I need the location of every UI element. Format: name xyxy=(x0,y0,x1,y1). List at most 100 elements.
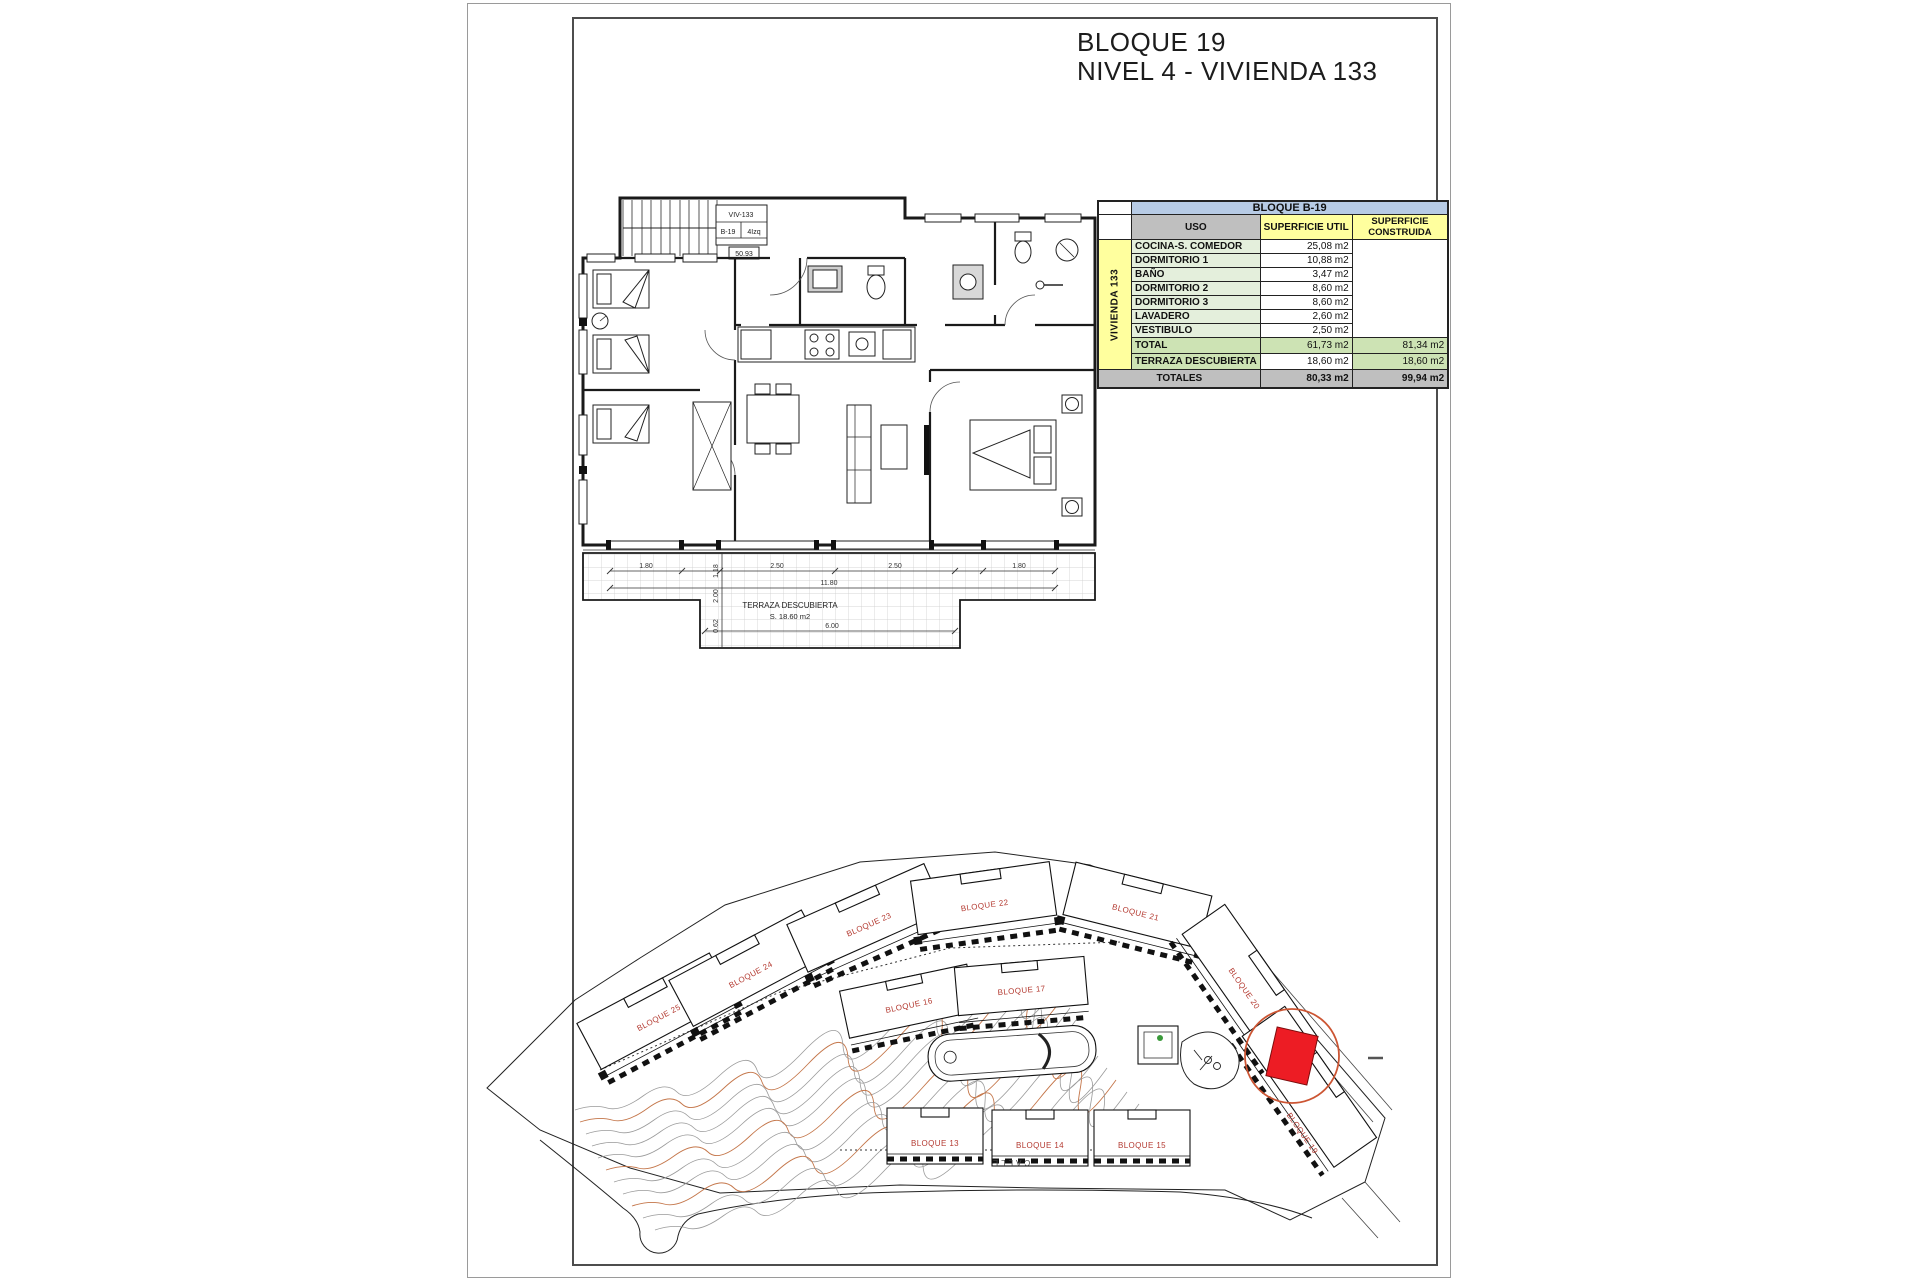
title-block: BLOQUE 19 NIVEL 4 - VIVIENDA 133 xyxy=(1077,28,1378,86)
constr-empty-cell xyxy=(1351,239,1449,338)
total-constr: 81,34 m2 xyxy=(1351,337,1449,354)
totales-constr: 99,94 m2 xyxy=(1351,369,1449,389)
toilet-tank xyxy=(867,265,885,276)
title-line-1: BLOQUE 19 xyxy=(1077,27,1227,57)
pool-area xyxy=(927,1024,1179,1082)
room-name: LAVADERO xyxy=(1131,309,1261,324)
level-code-text: 50.93 xyxy=(735,251,753,258)
room-name: VESTIBULO xyxy=(1131,323,1261,338)
dining-table xyxy=(746,394,800,444)
dim-v1: 1.18 xyxy=(713,564,720,578)
lamp-icon xyxy=(1065,500,1079,514)
table-corner-cell xyxy=(1097,214,1132,240)
block-label: BLOQUE 14 xyxy=(1016,1141,1064,1150)
room-area: 25,08 m2 xyxy=(1259,239,1353,254)
highlighted-unit-square xyxy=(1265,1026,1319,1086)
room-area: 8,60 m2 xyxy=(1259,295,1353,310)
highlighted-unit-marker xyxy=(1244,1008,1340,1104)
windows xyxy=(578,213,1082,550)
room-name: COCINA-S. COMEDOR xyxy=(1131,239,1261,254)
playground-area xyxy=(1180,1031,1240,1090)
terrace-row-constr: 18,60 m2 xyxy=(1351,353,1449,370)
room-area: 3,47 m2 xyxy=(1259,267,1353,282)
building-block-24: BLOQUE 24 xyxy=(668,909,835,1042)
lamp-icon xyxy=(1065,397,1079,411)
fridge-icon xyxy=(882,329,912,360)
header-uso: USO xyxy=(1131,214,1261,240)
table-corner-cell xyxy=(1097,200,1132,215)
dim-terrace-width: 6.00 xyxy=(825,623,839,630)
unit-block-text: B-19 xyxy=(721,229,736,236)
drawing-frame xyxy=(572,17,1438,1266)
bathroom-2-fixtures xyxy=(1014,231,1079,290)
area-table: BLOQUE B-19 USO SUPERFICIE UTIL SUPERFIC… xyxy=(1097,200,1450,389)
total-util: 61,73 m2 xyxy=(1259,337,1353,354)
dim-seg1: 1.80 xyxy=(639,563,653,570)
terrace-name-text: TERRAZA DESCUBIERTA xyxy=(742,601,838,610)
dim-seg2: 2.50 xyxy=(770,563,784,570)
dim-seg4: 1.80 xyxy=(1012,563,1026,570)
header-superficie-util: SUPERFICIE UTIL xyxy=(1259,214,1353,240)
terrace-row-label: TERRAZA DESCUBIERTA xyxy=(1131,353,1261,370)
laundry-fixtures xyxy=(952,264,984,300)
dim-v3: 0.62 xyxy=(713,619,720,633)
dim-v2: 2.00 xyxy=(713,589,720,603)
street-label: CALLE xyxy=(990,1158,1030,1167)
room-area: 8,60 m2 xyxy=(1259,281,1353,296)
building-block-22: BLOQUE 22 xyxy=(909,860,1064,952)
room-name: DORMITORIO 1 xyxy=(1131,253,1261,268)
tree-dot xyxy=(1157,1035,1163,1041)
bathroom-1-fixtures xyxy=(807,265,886,300)
site-plan-drawing: BLOQUE 25 BLOQUE 24 BLOQUE 23 BLOQUE 22 xyxy=(486,851,1401,1254)
room-name: DORMITORIO 3 xyxy=(1131,295,1261,310)
building-block-16: BLOQUE 16 xyxy=(838,963,980,1054)
street-edge-line xyxy=(539,1139,1313,1254)
unit-id-text: VIV-133 xyxy=(729,212,754,219)
building-block-14: BLOQUE 14 xyxy=(991,1109,1089,1167)
building-block-17: BLOQUE 17 xyxy=(953,955,1090,1032)
floor-plan-drawing: VIV-133 B-19 4Izq 50.93 xyxy=(578,196,1097,649)
room-area: 2,50 m2 xyxy=(1259,323,1353,338)
unit-position-text: 4Izq xyxy=(747,229,760,236)
totales-label: TOTALES xyxy=(1097,369,1261,389)
block-label: BLOQUE 17 xyxy=(997,984,1046,997)
room-name: BAÑO xyxy=(1131,267,1261,282)
block-label: BLOQUE 15 xyxy=(1118,1141,1166,1150)
building-block-21: BLOQUE 21 xyxy=(1055,861,1213,966)
totales-util: 80,33 m2 xyxy=(1259,369,1353,389)
page-outer-border xyxy=(467,3,1451,1278)
site-boundary xyxy=(486,851,1386,1221)
total-label: TOTAL xyxy=(1131,337,1261,354)
block-label: BLOQUE 13 xyxy=(911,1139,959,1148)
building-block-23: BLOQUE 23 xyxy=(786,862,954,989)
terrace: TERRAZA DESCUBIERTA S. 18.60 m2 xyxy=(582,549,1096,649)
terrace-area-text: S. 18.60 m2 xyxy=(770,612,810,621)
header-superficie-construida: SUPERFICIE CONSTRUIDA xyxy=(1351,214,1449,240)
dim-seg3: 2.50 xyxy=(888,563,902,570)
bedroom-2-furniture xyxy=(591,269,650,374)
living-dining-furniture xyxy=(746,383,929,504)
coffee-table xyxy=(880,424,908,470)
sofa xyxy=(846,404,872,504)
title-line-2: NIVEL 4 - VIVIENDA 133 xyxy=(1077,56,1378,86)
kitchen-counter xyxy=(737,326,916,363)
header-constr-line2: CONSTRUIDA xyxy=(1368,227,1432,238)
tv-unit xyxy=(924,425,929,475)
building-block-15: BLOQUE 15 xyxy=(1093,1109,1191,1167)
building-block-13: BLOQUE 13 xyxy=(886,1107,984,1165)
unit-tag-box: VIV-133 B-19 4Izq xyxy=(715,204,768,246)
room-name: DORMITORIO 2 xyxy=(1131,281,1261,296)
highlight-ring xyxy=(1244,1008,1340,1104)
terrace-row-util: 18,60 m2 xyxy=(1259,353,1353,370)
dimension-lines: 1.80 2.50 2.50 1.80 11.80 6.00 1.18 2.00… xyxy=(606,552,1059,648)
dim-overall: 11.80 xyxy=(821,580,838,587)
header-constr-line1: SUPERFICIE xyxy=(1371,216,1429,227)
bedroom-3-furniture xyxy=(592,401,732,491)
toilet-icon xyxy=(866,274,886,300)
vivienda-group-cell: VIVIENDA 133 xyxy=(1097,239,1132,370)
table-title: BLOQUE B-19 xyxy=(1131,200,1449,215)
bedroom-1-furniture xyxy=(969,394,1083,517)
window-sill-blocks xyxy=(579,318,1059,550)
vivienda-label: VIVIENDA 133 xyxy=(1109,268,1121,341)
